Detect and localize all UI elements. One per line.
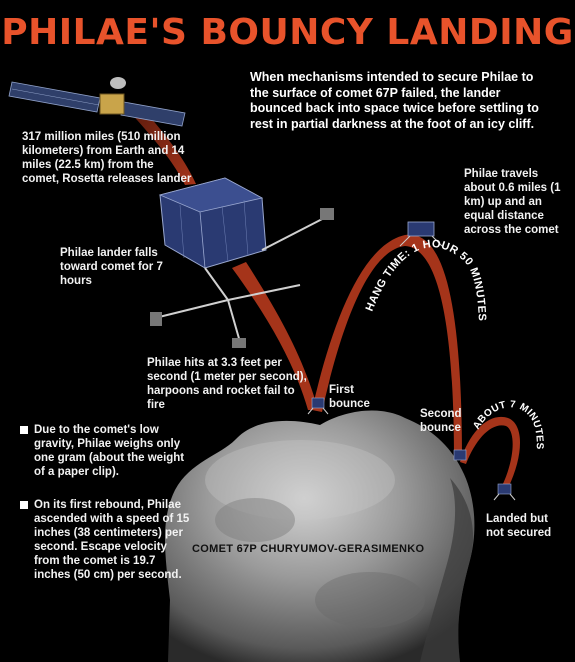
- fact-item: On its first rebound, Philae ascended wi…: [20, 498, 195, 582]
- page-title: PHILAE'S BOUNCY LANDING: [1, 12, 574, 53]
- philae-lander-large: [150, 177, 334, 348]
- comet-shadow: [420, 478, 474, 662]
- travels-note: Philae travels about 0.6 miles (1 km) up…: [464, 168, 561, 236]
- comet-67p-shape: [165, 410, 475, 662]
- square-bullet-icon: [20, 501, 28, 509]
- falls-note: Philae lander falls toward comet for 7 h…: [60, 247, 163, 287]
- landed-label: Landed but not secured: [486, 513, 552, 539]
- comet-label: COMET 67P CHURYUMOV-GERASIMENKO: [192, 543, 425, 555]
- rosetta-orbiter: [8, 77, 186, 127]
- intro-text: When mechanisms intended to secure Phila…: [250, 70, 539, 131]
- fall-trajectory: [232, 262, 318, 410]
- philae-small-top: [399, 221, 443, 247]
- philae-legs: [154, 214, 331, 343]
- fact-text: On its first rebound, Philae ascended wi…: [34, 499, 190, 581]
- fact-text: Due to the comet's low gravity, Philae w…: [34, 424, 185, 478]
- hits-note: Philae hits at 3.3 feet per second (1 me…: [147, 357, 307, 411]
- fact-item: Due to the comet's low gravity, Philae w…: [20, 423, 195, 479]
- second-bounce-label: Second bounce: [420, 408, 462, 434]
- philae-small-first-bounce: [307, 397, 329, 415]
- philae-small-second-bounce: [453, 449, 467, 461]
- philae-small-landed: [493, 483, 516, 501]
- comet-surface-highlight: [205, 440, 395, 520]
- comet-crater: [315, 572, 425, 628]
- rosetta-antenna: [110, 77, 126, 89]
- descent-trajectory: [128, 105, 196, 185]
- comet-crater: [215, 498, 295, 542]
- second-bounce-arc: [460, 416, 520, 488]
- rosetta-note: 317 million miles (510 million kilometer…: [22, 131, 192, 185]
- first-bounce-label: First bounce: [329, 384, 370, 410]
- square-bullet-icon: [20, 426, 28, 434]
- rosetta-body: [99, 93, 125, 115]
